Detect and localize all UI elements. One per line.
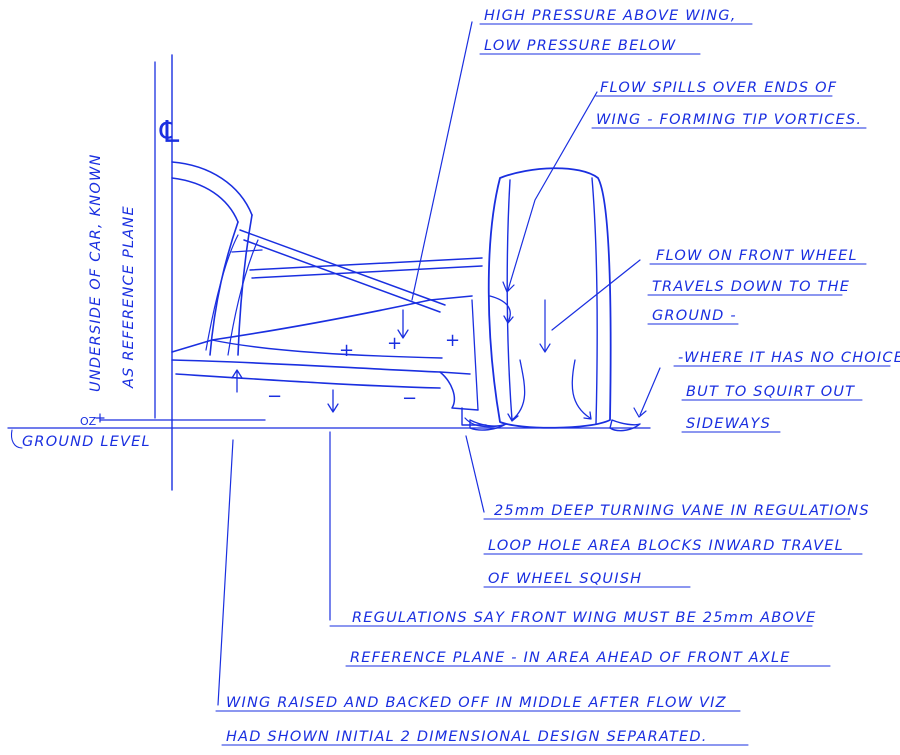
leader-lines [217,21,661,706]
minus-sign: − [267,386,282,407]
pressure-signs: + + + − − [267,330,460,409]
note-regulations-line1: REGULATIONS SAY FRONT WING MUST BE 25mm … [352,610,816,626]
note-squirt-line1: -WHERE IT HAS NO CHOICE [678,350,900,366]
car-nose [171,161,483,356]
annotation-regulations: REGULATIONS SAY FRONT WING MUST BE 25mm … [329,610,831,667]
minus-sign: − [402,388,417,409]
note-turning-vane-line1: 25mm DEEP TURNING VANE IN REGULATIONS [494,503,870,519]
note-wing-raised-line2: HAD SHOWN INITIAL 2 DIMENSIONAL DESIGN S… [226,729,708,745]
oz-mark: OZ [80,415,97,428]
note-tip-vortices-line1: FLOW SPILLS OVER ENDS OF [600,80,837,96]
note-tip-vortices-line2: WING - FORMING TIP VORTICES. [596,112,862,128]
annotation-wheel-flow: FLOW ON FRONT WHEEL TRAVELS DOWN TO THE … [647,248,867,325]
note-wheel-flow-line1: FLOW ON FRONT WHEEL [656,248,858,264]
front-wheel [469,167,641,432]
plus-sign: + [387,333,402,354]
note-regulations-line2: REFERENCE PLANE - IN AREA AHEAD OF FRONT… [350,650,791,666]
annotation-underside: UNDERSIDE OF CAR, KNOWN AS REFERENCE PLA… [88,153,137,392]
note-wing-raised-line1: WING RAISED AND BACKED OFF IN MIDDLE AFT… [226,695,727,711]
annotation-wing-raised: WING RAISED AND BACKED OFF IN MIDDLE AFT… [215,695,749,746]
note-high-pressure-line1: HIGH PRESSURE ABOVE WING, [484,8,737,24]
reference-lines [7,54,651,491]
annotation-high-pressure: HIGH PRESSURE ABOVE WING, LOW PRESSURE B… [479,8,753,55]
note-wheel-flow-line2: TRAVELS DOWN TO THE [652,279,850,295]
note-high-pressure-line2: LOW PRESSURE BELOW [484,38,676,54]
front-wing [171,295,499,428]
ground-level-label: GROUND LEVEL [22,434,151,450]
note-underside-line1: UNDERSIDE OF CAR, KNOWN [88,153,104,392]
note-squirt-line3: SIDEWAYS [686,416,771,432]
annotation-tip-vortices: FLOW SPILLS OVER ENDS OF WING - FORMING … [591,80,867,129]
plus-sign: + [339,340,354,361]
annotation-turning-vane: 25mm DEEP TURNING VANE IN REGULATIONS LO… [483,503,870,588]
note-squirt-line2: BUT TO SQUIRT OUT [686,384,855,400]
note-turning-vane-line3: OF WHEEL SQUISH [488,571,642,587]
note-turning-vane-line2: LOOP HOLE AREA BLOCKS INWARD TRAVEL [488,538,844,554]
plus-sign: + [445,330,460,351]
annotation-squirt: -WHERE IT HAS NO CHOICE BUT TO SQUIRT OU… [673,350,900,433]
note-underside-line2: AS REFERENCE PLANE [121,205,137,389]
note-wheel-flow-line3: GROUND - [652,308,737,324]
centerline-symbol: ℄ [159,115,180,150]
